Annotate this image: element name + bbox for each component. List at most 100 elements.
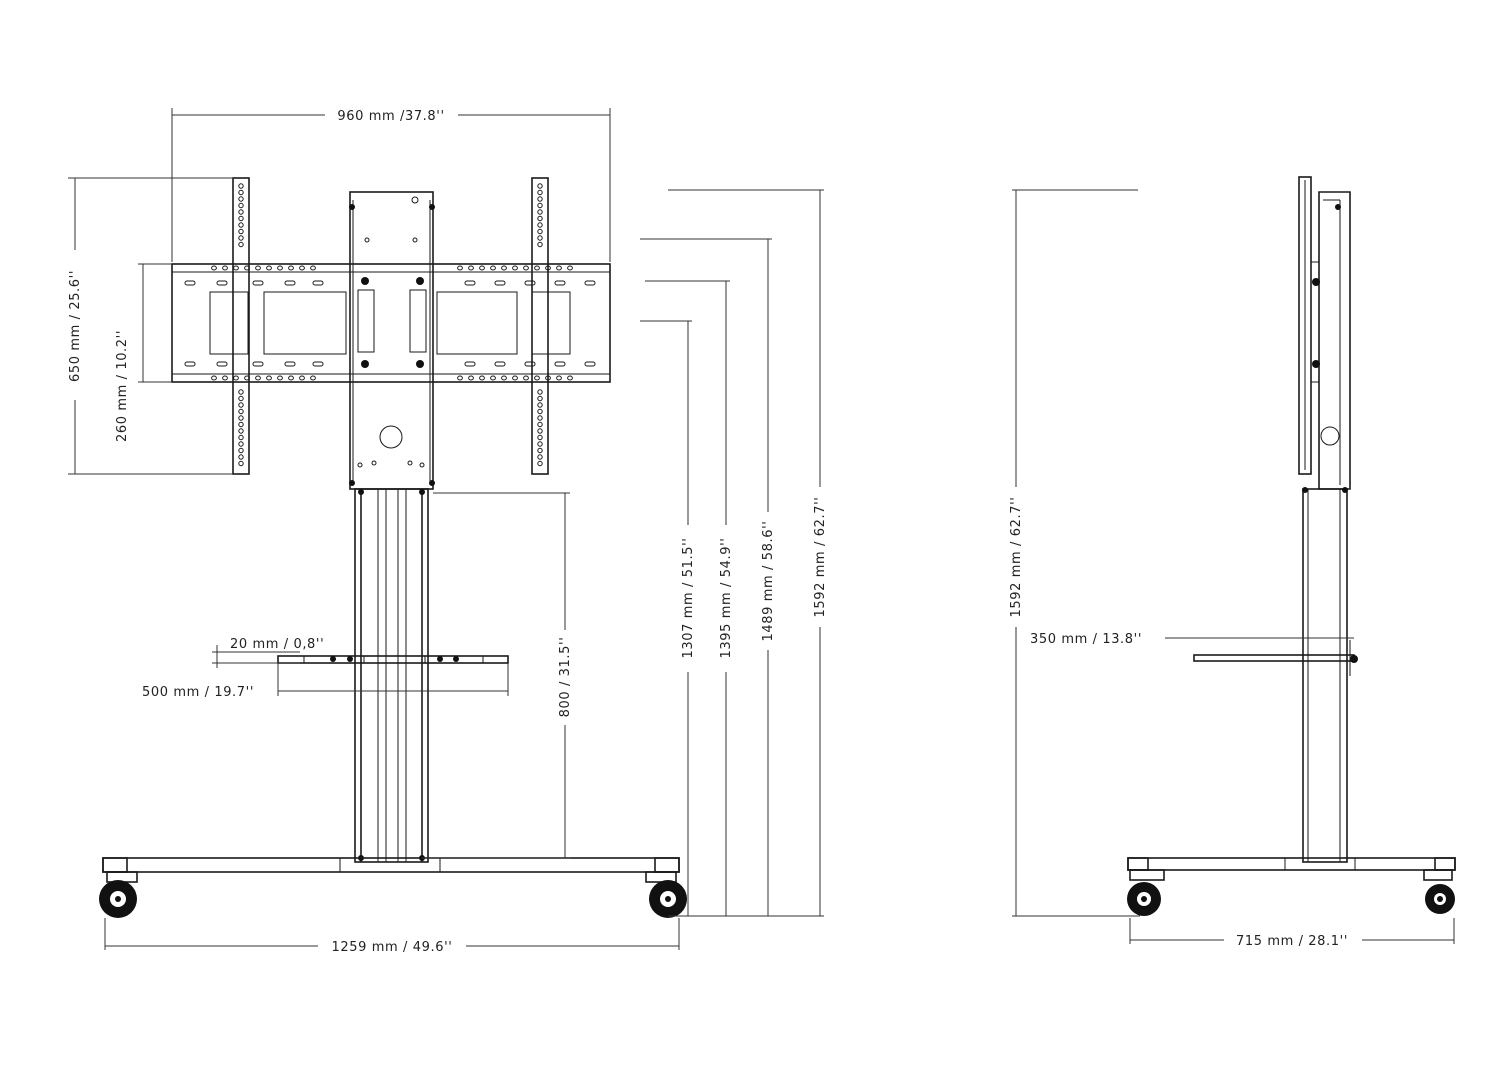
- plate-hole: [255, 265, 261, 271]
- plate-slot: [312, 280, 324, 286]
- plate-hole: [556, 265, 562, 271]
- mounting-hole: [537, 447, 543, 454]
- column-head: [349, 191, 435, 490]
- plate-slot: [494, 280, 506, 286]
- label-vesa-height-inner: 260 mm / 10.2'': [115, 330, 130, 442]
- plate-hole: [512, 375, 518, 381]
- plate-hole: [501, 265, 507, 271]
- plate-hole: [310, 375, 316, 381]
- mounting-hole: [537, 228, 543, 235]
- vesa-plate: [171, 263, 611, 383]
- mounting-hole: [238, 389, 244, 395]
- label-vesa-height-total: 650 mm / 25.6'': [68, 270, 83, 382]
- plate-hole: [512, 265, 518, 271]
- plate-hole: [556, 375, 562, 381]
- vesa-arm-left: [232, 177, 250, 475]
- mounting-hole: [238, 183, 244, 189]
- mounting-hole: [238, 441, 244, 447]
- mounting-hole: [537, 189, 543, 196]
- plate-slot: [184, 280, 196, 286]
- mounting-hole: [238, 428, 244, 434]
- mounting-hole: [238, 402, 244, 408]
- side-caster-left: [1127, 869, 1165, 916]
- mounting-hole: [537, 235, 543, 241]
- plate-slot: [284, 361, 296, 367]
- plate-hole: [299, 375, 305, 381]
- plate-hole: [567, 375, 573, 381]
- mounting-hole: [537, 421, 543, 428]
- mounting-hole: [537, 415, 543, 421]
- label-base-depth: 715 mm / 28.1'': [1236, 934, 1348, 949]
- label-height-1489: 1489 mm / 58.6'': [761, 521, 776, 642]
- mounting-hole: [238, 447, 244, 454]
- mounting-hole: [537, 202, 543, 209]
- plate-hole: [233, 265, 239, 271]
- plate-slot: [216, 361, 228, 367]
- plate-hole: [211, 265, 217, 271]
- plate-hole: [567, 265, 573, 271]
- side-shelf: [1193, 640, 1358, 676]
- mounting-hole: [238, 189, 244, 196]
- plate-slot: [184, 361, 196, 367]
- plate-slot: [584, 361, 596, 367]
- mounting-hole: [238, 228, 244, 235]
- plate-hole: [479, 265, 485, 271]
- plate-slot: [216, 280, 228, 286]
- mounting-hole: [238, 415, 244, 421]
- plate-hole: [490, 265, 496, 271]
- mounting-hole: [238, 196, 244, 202]
- mounting-hole: [238, 421, 244, 428]
- mounting-hole: [537, 389, 543, 395]
- mounting-hole: [537, 209, 543, 215]
- plate-slot: [494, 361, 506, 367]
- label-height-1395: 1395 mm / 54.9'': [719, 538, 734, 659]
- label-base-width: 1259 mm / 49.6'': [332, 940, 453, 955]
- plate-hole: [523, 265, 529, 271]
- label-column-height: 800 / 31.5'': [558, 637, 573, 718]
- plate-hole: [266, 375, 272, 381]
- plate-hole: [222, 375, 228, 381]
- label-shelf-width: 500 mm / 19.7'': [142, 685, 254, 700]
- mounting-hole: [238, 209, 244, 215]
- mounting-hole: [238, 434, 244, 441]
- plate-hole: [534, 375, 540, 381]
- base: [102, 857, 680, 873]
- plate-hole: [457, 265, 463, 271]
- mounting-hole: [537, 454, 543, 460]
- plate-hole: [479, 375, 485, 381]
- mounting-hole: [238, 454, 244, 460]
- mounting-hole: [238, 222, 244, 228]
- plate-slot: [252, 361, 264, 367]
- mounting-hole: [537, 428, 543, 434]
- label-height-1307: 1307 mm / 51.5'': [681, 538, 696, 659]
- side-dimension-lines: [1012, 189, 1455, 944]
- caster-right: [645, 871, 687, 918]
- label-height-1592-side: 1592 mm / 62.7'': [1009, 497, 1024, 618]
- plate-slot: [554, 361, 566, 367]
- mounting-hole: [537, 222, 543, 228]
- plate-slot: [464, 361, 476, 367]
- plate-slot: [252, 280, 264, 286]
- mounting-hole: [238, 235, 244, 241]
- mounting-hole: [537, 196, 543, 202]
- plate-hole: [490, 375, 496, 381]
- side-caster-right: [1423, 869, 1455, 914]
- mounting-hole: [238, 460, 244, 467]
- label-vesa-width: 960 mm /37.8'': [337, 109, 444, 124]
- plate-hole: [288, 265, 294, 271]
- plate-hole: [457, 375, 463, 381]
- mounting-hole: [537, 460, 543, 467]
- front-view: [99, 177, 687, 918]
- plate-hole: [310, 265, 316, 271]
- shelf: [277, 655, 509, 664]
- mounting-hole: [537, 434, 543, 441]
- plate-hole: [277, 375, 283, 381]
- label-shelf-depth: 350 mm / 13.8'': [1030, 632, 1142, 647]
- plate-slot: [524, 280, 536, 286]
- label-height-1592-front: 1592 mm / 62.7'': [813, 497, 828, 618]
- mounting-hole: [537, 183, 543, 189]
- mounting-hole: [537, 441, 543, 447]
- plate-slot: [284, 280, 296, 286]
- mounting-hole: [238, 395, 244, 402]
- mounting-hole: [537, 402, 543, 408]
